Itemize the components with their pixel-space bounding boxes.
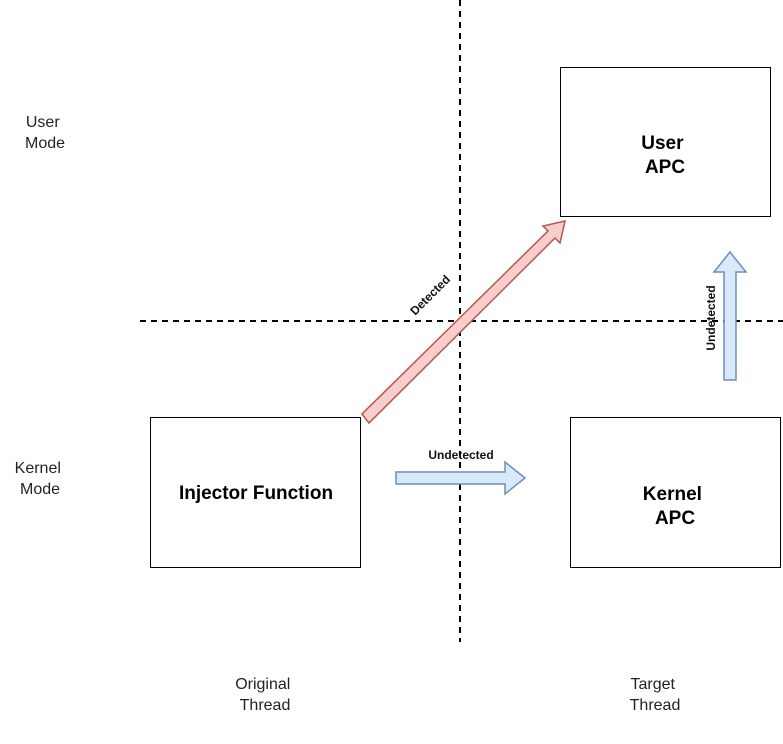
- detected-arrow[interactable]: Detected: [360, 220, 566, 425]
- injector-function-node[interactable]: Injector Function: [150, 417, 361, 568]
- undetected-horizontal-arrow[interactable]: Undetected: [395, 448, 527, 496]
- undetected-horizontal-arrow-label: Undetected: [428, 448, 493, 462]
- detected-arrow-shape: [360, 220, 566, 425]
- user-apc-label: User APC: [641, 133, 689, 178]
- undetected-vertical-arrow-label: Undetected: [704, 285, 718, 350]
- undetected-vertical-arrow[interactable]: Undetected: [704, 250, 748, 381]
- kernel-apc-node[interactable]: Kernel APC: [570, 417, 781, 568]
- row-label-kernel-mode: Kernel Mode: [15, 460, 66, 498]
- undetected-horizontal-arrow-shape: [395, 460, 527, 496]
- column-label-target-thread: Target Thread: [630, 676, 681, 714]
- user-apc-node[interactable]: User APC: [560, 67, 771, 217]
- kernel-apc-label: Kernel APC: [643, 484, 707, 529]
- injector-function-label: Injector Function: [179, 483, 333, 504]
- row-label-user-mode: User Mode: [25, 114, 65, 152]
- column-label-original-thread: Original Thread: [235, 676, 295, 714]
- detected-arrow-label: Detected: [407, 272, 453, 318]
- undetected-vertical-arrow-shape: [712, 250, 748, 381]
